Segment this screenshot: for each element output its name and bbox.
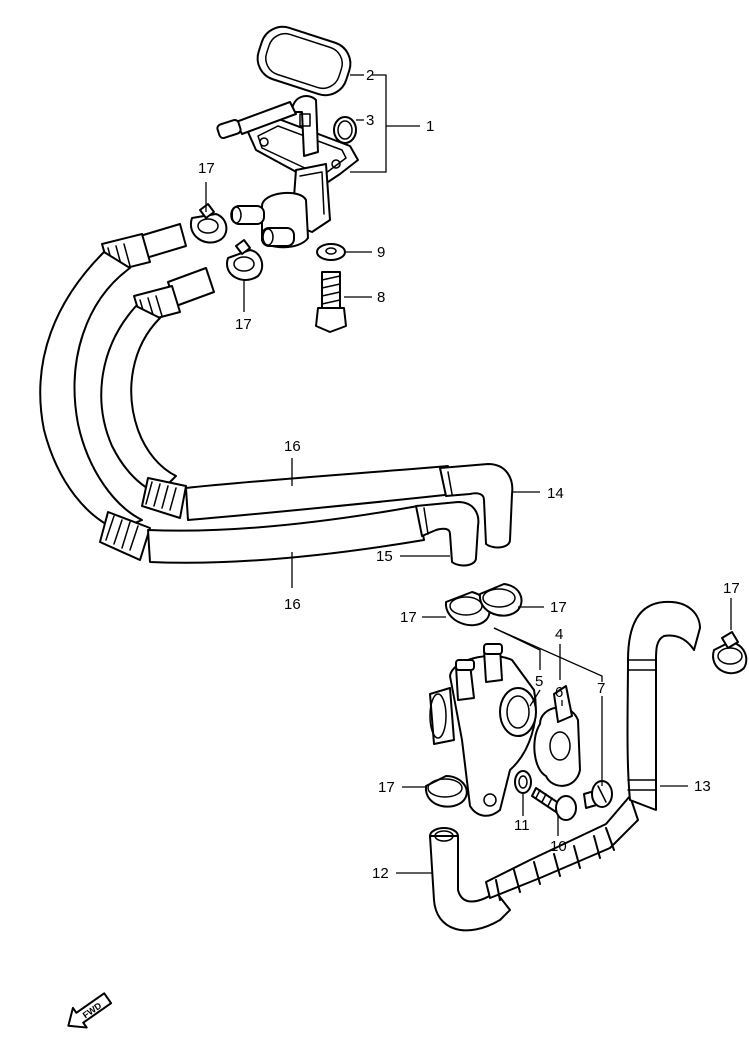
callout-7: 7 [597,680,605,697]
washer [316,243,346,261]
callout-3: 3 [366,112,374,129]
leader-lines [205,74,732,874]
hose-13 [485,600,701,901]
elbow-hose-15 [415,501,480,567]
callout-17: 17 [400,609,417,626]
hose-16-lower [147,505,425,564]
callout-16: 16 [284,596,301,613]
lower-clamp-right [478,583,523,617]
lower-fuel-cock-body [429,643,537,817]
callout-6: 6 [555,684,563,701]
callout-15: 15 [376,548,393,565]
callout-1: 1 [426,118,434,135]
elbow-hose-14 [439,463,514,549]
cock-lever [533,685,581,787]
callout-12: 12 [372,865,389,882]
callout-13: 13 [694,778,711,795]
right-clamp [712,631,748,675]
lower-left-clamp [424,775,468,808]
callout-17: 17 [198,160,215,177]
mounting-screw [531,787,577,821]
callout-17: 17 [378,779,395,796]
small-washer [514,770,532,794]
callout-17: 17 [550,599,567,616]
callout-10: 10 [550,838,567,855]
o-ring [333,116,357,144]
callout-8: 8 [377,289,385,306]
lever-screw [583,780,613,809]
hose-12 [429,827,511,932]
callout-16: 16 [284,438,301,455]
fuel-cock-gasket [256,25,352,97]
callout-5: 5 [535,673,543,690]
callout-11: 11 [514,817,530,834]
hose-joint-upper [141,477,187,519]
hose-joint-lower [99,511,151,561]
callout-17: 17 [723,580,740,597]
callout-4: 4 [555,626,563,643]
fuel-cock-assembly [216,95,359,249]
hose-clamp [226,239,264,281]
callout-numbers: 1 2 3 17 9 8 17 16 14 15 16 17 17 17 4 5… [198,67,740,882]
callout-17: 17 [235,316,252,333]
forward-arrow-icon: FWD [67,992,113,1029]
fuel-hose-lower [100,267,215,495]
bolt [315,271,347,333]
callout-14: 14 [547,485,564,502]
callout-9: 9 [377,244,385,261]
callout-2: 2 [366,67,374,84]
hose-clamp [189,203,228,244]
